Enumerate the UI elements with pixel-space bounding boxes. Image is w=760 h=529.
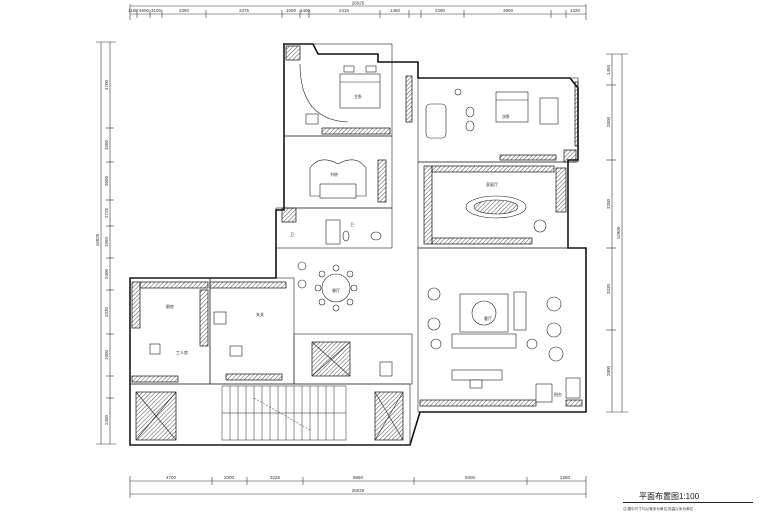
dining-table: [321, 273, 351, 303]
left-dimension: 2400: [104, 268, 109, 279]
bottom-dimension: 3225: [270, 475, 281, 480]
utility-outline: [209, 277, 295, 385]
top-dimension: 2375: [239, 8, 250, 13]
left-dimension: 2330: [104, 306, 109, 317]
top-dimension: 4600: [139, 8, 150, 13]
bottom-dimension: 5400: [465, 475, 476, 480]
top-dimension: 2415: [339, 8, 350, 13]
right-overall-dimension: 12900: [616, 226, 621, 239]
staircase: [221, 385, 347, 441]
room-label-living-room: 客厅: [484, 315, 492, 321]
drawing-note: 注:图中尺寸均以毫米为单位,标高以米为单位: [623, 507, 694, 511]
right-dimension: 3330: [606, 283, 611, 294]
left-dimension: 3200: [104, 139, 109, 150]
room-label-entry: 玄关: [256, 311, 264, 317]
top-dimension: 1100: [128, 8, 138, 13]
top-dimension: 1450: [390, 8, 401, 13]
left-dimension: 1600: [104, 349, 109, 360]
drawing-title-block: 平面布置图1:100 注:图中尺寸均以毫米为单位,标高以米为单位: [623, 492, 753, 525]
right-dimension-chain: 1450 2600 3200 3330 2800 12900: [606, 53, 628, 413]
left-dimension: 3000: [104, 175, 109, 186]
master-bed: [339, 73, 381, 109]
right-dimension: 3200: [606, 198, 611, 209]
living-room-outline: [417, 247, 587, 413]
top-dimension-chain: 26025 1100 4600 3100 2350 2375 1000 1400…: [128, 1, 587, 20]
stair-core-outline: [129, 383, 411, 446]
room-label-kitchen: 厨房: [166, 303, 174, 309]
bottom-dimension: 2250: [560, 475, 571, 480]
bath-outline: [275, 207, 393, 249]
top-dimension: 2350: [179, 8, 190, 13]
right-dimension: 2800: [606, 365, 611, 376]
bathtub: [425, 103, 447, 139]
lift-lobby-outline: [293, 333, 413, 385]
bottom-dimension-chain: 4700 2000 3225 5650 5400 2250 26025: [129, 475, 587, 498]
right-dimension: 2600: [606, 116, 611, 127]
bottom-overall-dimension: 26025: [352, 488, 365, 493]
room-label-bath-b: 卫: [290, 232, 294, 237]
left-dimension: 2725: [104, 207, 109, 218]
room-label-family: 家庭厅: [486, 181, 498, 187]
top-dimension: 1320: [570, 8, 581, 13]
kitchen-outline: [129, 277, 211, 385]
bottom-dimension: 2000: [224, 475, 235, 480]
room-label-study: 书房: [330, 171, 338, 177]
top-dimension: 2290: [435, 8, 446, 13]
top-dimension: 1000: [286, 8, 297, 13]
bottom-dimension: 5650: [353, 475, 364, 480]
room-label-master-bedroom: 主卧: [354, 93, 362, 99]
drawing-title: 平面布置图1:100: [639, 492, 700, 501]
bottom-dimension: 4700: [166, 475, 177, 480]
room-label-utility: 工人房: [176, 349, 188, 355]
top-overall-dimension: 26025: [352, 1, 365, 6]
room-label-dining: 餐厅: [332, 287, 340, 293]
room-label-balcony: 阳台: [554, 391, 562, 397]
furniture: [149, 63, 581, 403]
shaft-crosses: [135, 341, 404, 441]
top-dimension: 3900: [503, 8, 514, 13]
left-dimension: 1950: [104, 236, 109, 247]
room-labels: 主卧 次卧 客厅 餐厅 厨房 书房 卫 卫 玄关 阳台 工人房 家庭厅: [166, 93, 562, 397]
left-overall-dimension: 16825: [95, 233, 100, 246]
left-dimension: 2400: [104, 414, 109, 425]
left-dimension: 4700: [104, 79, 109, 90]
top-dimension: 3100: [151, 8, 162, 13]
tv-cabinet: [451, 369, 503, 381]
living-sofa: [451, 333, 517, 349]
right-dimension: 1450: [606, 64, 611, 75]
bedroom-2-bed: [495, 91, 529, 123]
room-label-bedroom-2: 次卧: [502, 113, 510, 119]
left-dimension-chain: 16825 4700 3200 3000 2725 1950 2400 2330…: [95, 41, 116, 445]
room-label-bath-a: 卫: [350, 222, 354, 227]
top-dimension: 1400: [300, 8, 311, 13]
floor-plan-walls: [129, 43, 587, 446]
